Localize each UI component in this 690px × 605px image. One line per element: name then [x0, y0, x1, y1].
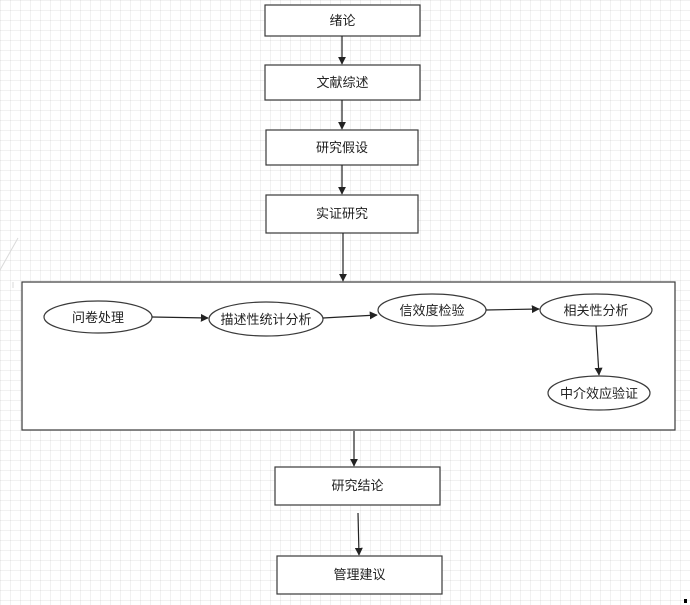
corner-mark	[684, 599, 687, 603]
edge-descriptive-to-reliability	[322, 311, 378, 320]
empirical-study-node[interactable]	[265, 194, 419, 234]
descriptive-stats-label: 描述性统计分析	[220, 313, 311, 328]
correlation-label: 相关性分析	[563, 304, 628, 319]
edge-questionnaire-to-descriptive	[151, 313, 209, 322]
descriptive-stats-node[interactable]	[208, 301, 324, 337]
reliability-validity-label: 信效度检验	[399, 303, 464, 319]
conclusion-node[interactable]	[274, 466, 441, 506]
management-advice-node[interactable]	[276, 555, 443, 595]
hypothesis-label: 研究假设	[316, 141, 368, 156]
mediation-node[interactable]	[547, 375, 651, 411]
empirical-study-label: 实证研究	[316, 207, 368, 222]
intro-node[interactable]	[264, 4, 421, 37]
questionnaire-label: 问卷处理	[72, 310, 124, 326]
edge-reliability-to-correlation	[485, 305, 540, 314]
edge-correlation-to-mediation	[594, 325, 603, 376]
intro-label: 绪论	[329, 14, 355, 29]
hypothesis-node[interactable]	[265, 129, 419, 166]
decorative-line	[0, 237, 19, 271]
literature-review-label: 文献综述	[316, 76, 368, 91]
management-advice-label: 管理建议	[333, 568, 385, 583]
conclusion-label: 研究结论	[331, 479, 383, 494]
mediation-label: 中介效应验证	[560, 386, 638, 402]
edge-conclusion-to-advice	[354, 512, 363, 556]
